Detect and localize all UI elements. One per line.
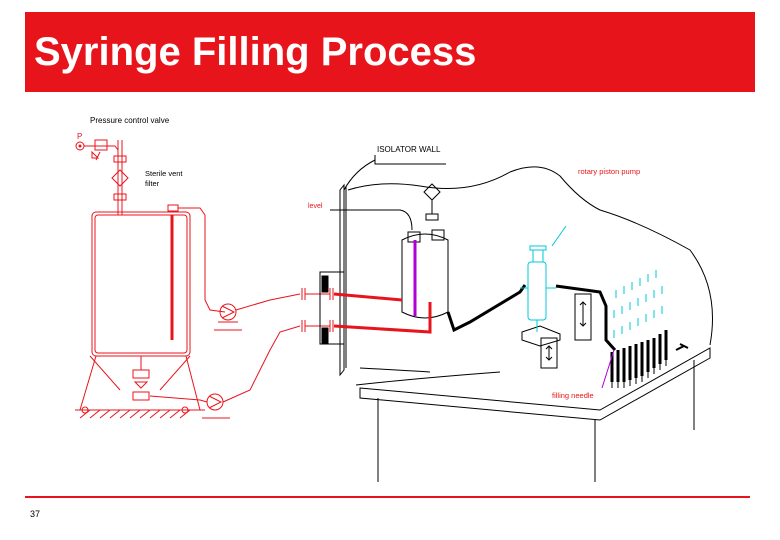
pressure-valve-label: Pressure control valve [90, 116, 170, 125]
pressure-valve-icon [94, 139, 108, 151]
tank-legs [79, 355, 201, 411]
work-bench [359, 347, 711, 421]
tank-assembly [75, 139, 334, 419]
inline-filter-icon [423, 183, 441, 201]
isolator-chamber [319, 155, 713, 482]
syringe-rack [610, 330, 668, 388]
title-bar [25, 12, 755, 92]
page-number: 37 [30, 509, 41, 519]
slide-title: Syringe Filling Process [34, 30, 477, 74]
storage-tank [91, 211, 191, 357]
transfer-pump-upper-icon [214, 303, 242, 331]
filling-needle-leader [601, 349, 615, 389]
feed-line-upper [333, 292, 403, 302]
sterile-vent-label-line2: filter [145, 179, 160, 188]
rotary-pump-label: rotary piston pump [578, 167, 640, 176]
isolator-wall-label: ISOLATOR WALL [377, 145, 441, 154]
pressure-symbol-label: P [77, 132, 82, 141]
transfer-pump-lower-icon [202, 393, 230, 419]
feed-line-lower [333, 302, 432, 334]
buffer-vessel [401, 233, 449, 319]
sterile-vent-label-line1: Sterile vent [145, 169, 183, 178]
level-label: level [308, 203, 323, 210]
pressure-symbol-icon [75, 141, 85, 151]
filling-needle-label: filling needle [552, 391, 594, 400]
vent-filter-icon [111, 169, 129, 187]
rotary-piston-pump [520, 225, 663, 338]
wall-manifold [319, 271, 345, 345]
pressure-line [84, 145, 119, 165]
footer-rule [25, 496, 750, 498]
isolator-wall [339, 183, 345, 377]
